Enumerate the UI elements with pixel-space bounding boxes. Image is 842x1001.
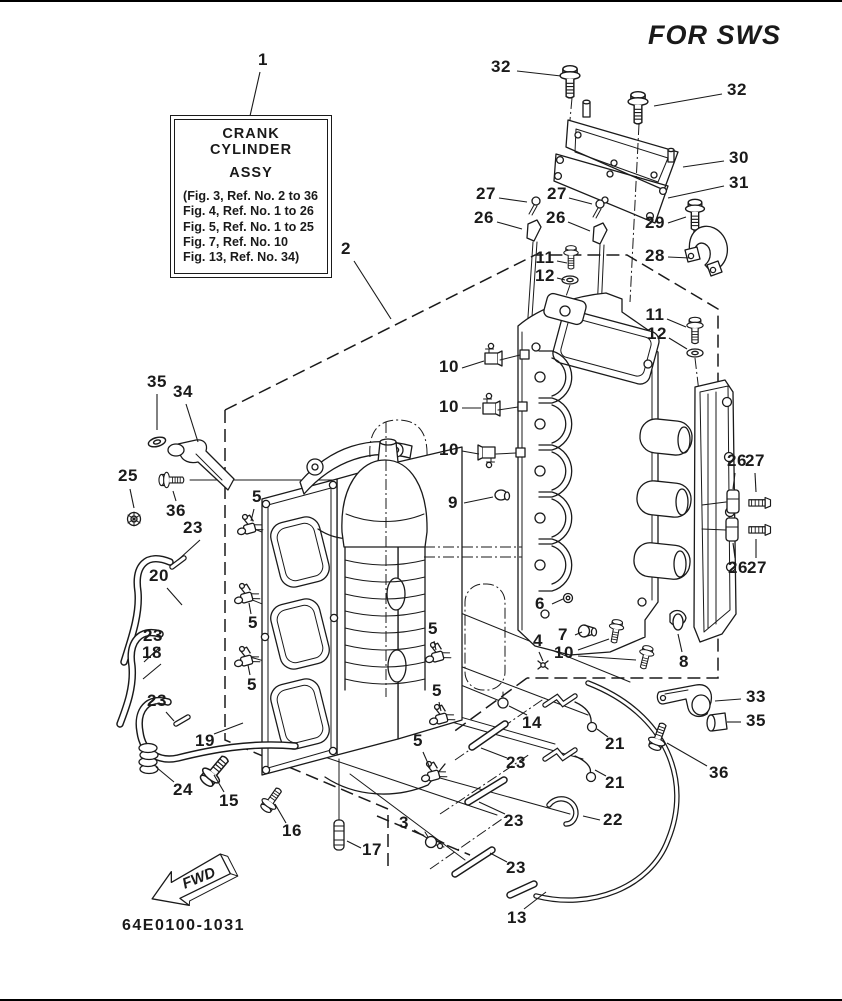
callout-15: 15 xyxy=(219,791,239,810)
bearing-saddles xyxy=(534,350,573,592)
callout-24: 24 xyxy=(173,780,193,799)
callout-36: 36 xyxy=(166,501,186,520)
callout-10: 10 xyxy=(439,357,459,376)
callout-7: 7 xyxy=(558,625,568,644)
callout-29: 29 xyxy=(645,213,665,232)
callout-12: 12 xyxy=(535,266,555,285)
callout-22: 22 xyxy=(603,810,623,829)
bolt-washer-set-b xyxy=(686,316,704,393)
callout-27: 27 xyxy=(747,558,767,577)
callout-17: 17 xyxy=(362,840,382,859)
info-box-title-line2: ASSY xyxy=(229,165,273,181)
head-cover-gasket xyxy=(553,153,669,224)
callout-3: 3 xyxy=(399,813,409,832)
info-box-title-line1: CRANK CYLINDER xyxy=(209,126,293,158)
info-box-ref-line: Fig. 13, Ref. No. 34) xyxy=(183,250,300,265)
info-box-ref-line: Fig. 4, Ref. No. 1 to 26 xyxy=(183,204,314,219)
callout-23: 23 xyxy=(183,518,203,537)
fwd-arrow-icon: FWD xyxy=(151,853,239,907)
callout-13: 13 xyxy=(507,908,527,927)
callout-10: 10 xyxy=(554,643,574,662)
callout-19: 19 xyxy=(195,731,215,750)
callout-leader-lines xyxy=(129,70,757,910)
callout-26: 26 xyxy=(546,208,566,227)
side-anodes xyxy=(725,489,772,542)
callout-30: 30 xyxy=(729,148,749,167)
right-lever-group xyxy=(645,684,728,754)
left-lever-group xyxy=(126,434,235,527)
callout-5: 5 xyxy=(252,487,262,506)
callout-31: 31 xyxy=(729,173,749,192)
crankcase-block xyxy=(515,292,693,656)
callout-26: 26 xyxy=(728,558,748,577)
callout-23: 23 xyxy=(506,753,526,772)
callout-5: 5 xyxy=(248,613,258,632)
callout-5: 5 xyxy=(428,619,438,638)
callout-10: 10 xyxy=(439,440,459,459)
callout-1: 1 xyxy=(258,50,268,69)
callout-23: 23 xyxy=(147,691,167,710)
top-anode-screws xyxy=(526,196,608,335)
head-cover-bolts xyxy=(559,64,649,303)
cylinder-head-cover xyxy=(565,99,679,191)
callout-28: 28 xyxy=(645,246,665,265)
callout-36: 36 xyxy=(709,763,729,782)
callout-20: 20 xyxy=(149,566,169,585)
region-label: FOR SWS xyxy=(648,20,781,50)
callout-33: 33 xyxy=(746,687,766,706)
callout-27: 27 xyxy=(547,184,567,203)
small-hardware xyxy=(477,342,687,709)
left-hoses xyxy=(116,555,299,763)
callout-4: 4 xyxy=(533,631,543,650)
callout-9: 9 xyxy=(448,493,458,512)
callout-5: 5 xyxy=(432,681,442,700)
callout-8: 8 xyxy=(679,652,689,671)
callout-21: 21 xyxy=(605,734,625,753)
phantom-crankshaft xyxy=(341,419,522,697)
callout-6: 6 xyxy=(535,594,545,613)
info-box-ref-line: (Fig. 3, Ref. No. 2 to 36 xyxy=(183,189,319,203)
callout-26: 26 xyxy=(727,451,747,470)
callout-21: 21 xyxy=(605,773,625,792)
callout-32: 32 xyxy=(727,80,747,99)
callout-23: 23 xyxy=(506,858,526,877)
callout-27: 27 xyxy=(745,451,765,470)
info-box-ref-line: Fig. 5, Ref. No. 1 to 25 xyxy=(183,219,314,234)
callout-2: 2 xyxy=(341,239,351,258)
drawing-number: 64E0100-1031 xyxy=(122,917,245,934)
info-box-ref-line: Fig. 7, Ref. No. 10 xyxy=(183,235,288,250)
callout-10: 10 xyxy=(439,397,459,416)
callout-11: 11 xyxy=(535,248,555,267)
callout-27: 27 xyxy=(476,184,496,203)
assembly-info-box: CRANK CYLINDER ASSY (Fig. 3, Ref. No. 2 … xyxy=(170,115,332,278)
callout-14: 14 xyxy=(522,713,542,732)
callout-5: 5 xyxy=(247,675,257,694)
callout-23: 23 xyxy=(143,626,163,645)
callout-11: 11 xyxy=(645,305,665,324)
bottom-fasteners xyxy=(138,742,445,851)
callout-35: 35 xyxy=(746,711,766,730)
callout-35: 35 xyxy=(147,372,167,391)
bottom-pipes-hoses xyxy=(451,680,680,903)
callout-32: 32 xyxy=(491,57,511,76)
clamp-bracket-28 xyxy=(684,198,728,277)
callout-26: 26 xyxy=(474,208,494,227)
callout-25: 25 xyxy=(118,466,138,485)
callout-18: 18 xyxy=(142,643,162,662)
callout-5: 5 xyxy=(413,731,423,750)
cylinder-bosses xyxy=(633,418,693,580)
callout-23: 23 xyxy=(504,811,524,830)
callout-16: 16 xyxy=(282,821,302,840)
bolt-washer-set-a xyxy=(561,245,579,303)
end-plate xyxy=(693,379,737,643)
callout-12: 12 xyxy=(647,324,667,343)
callout-34: 34 xyxy=(173,382,193,401)
